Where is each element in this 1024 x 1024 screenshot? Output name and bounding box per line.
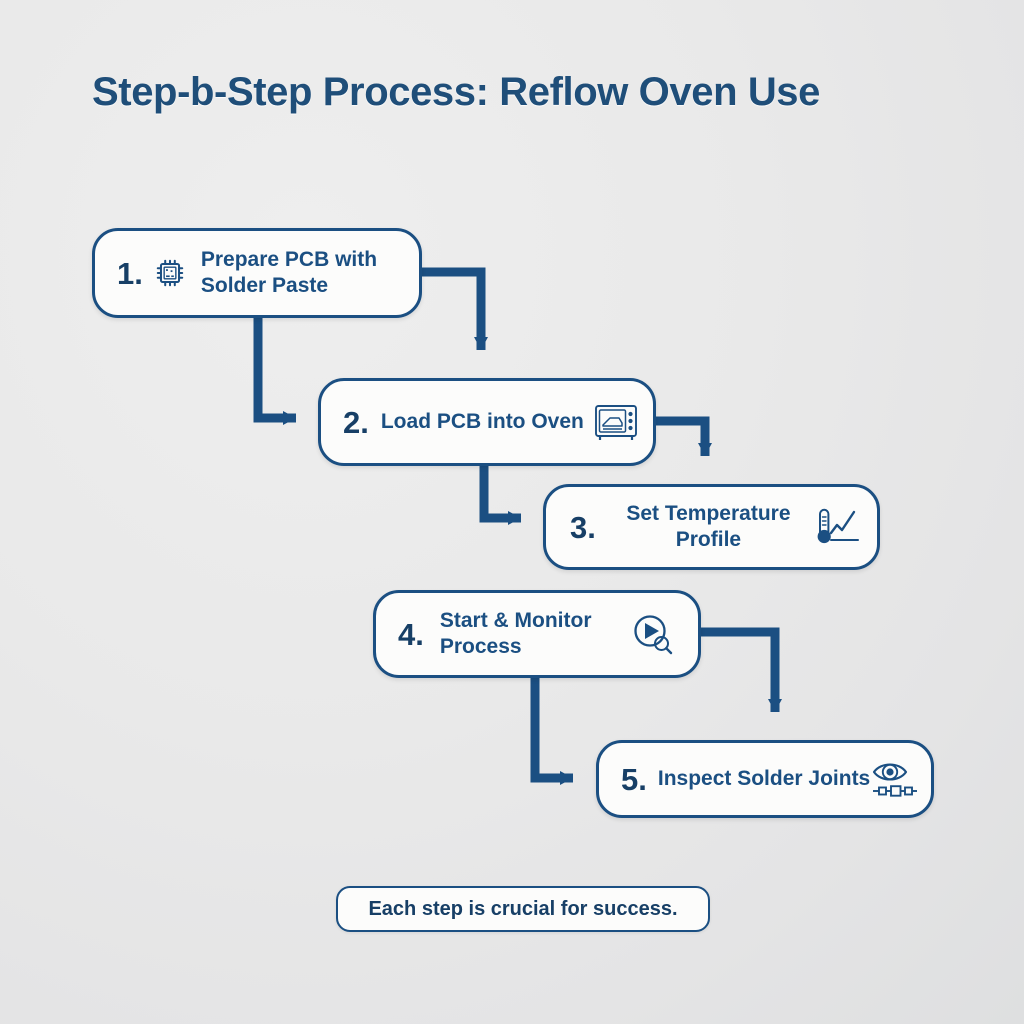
step-number-3: 3. [570, 509, 596, 545]
step-label-5: Inspect Solder Joints [657, 767, 871, 791]
page-title: Step-b-Step Process: Reflow Oven Use [92, 70, 821, 114]
step-label-3-line1: Set Temperature [626, 502, 791, 526]
step-label-2: Load PCB into Oven [380, 410, 584, 434]
eye-circuit-icon [870, 755, 922, 803]
oven-icon [593, 401, 639, 443]
step-label-1-line2: Solder Paste [200, 274, 329, 297]
connector-4-to-5-right [701, 627, 782, 712]
step-label-1: Prepare PCB with Solder Paste [201, 247, 377, 298]
footer-note-text: Each step is crucial for success. [368, 897, 678, 920]
footer-note: Each step is crucial for success. [336, 886, 710, 932]
step-label-4-line1: Start & Monitor [439, 609, 592, 633]
step-label-3: Set Temperature Profile [616, 501, 801, 552]
step-box-1[interactable]: 1. [92, 228, 422, 318]
connector-4-to-5-left [530, 678, 573, 785]
step-box-3[interactable]: 3. Set Temperature Profile [543, 484, 880, 570]
step-label-4-line2: Process [439, 635, 522, 658]
step-box-4[interactable]: 4. Start & Monitor Process [373, 590, 701, 678]
microchip-icon [153, 256, 187, 290]
step-box-5[interactable]: 5. Inspect Solder Joints [596, 740, 934, 818]
step-number-5: 5. [621, 761, 647, 797]
thermometer-chart-icon [807, 503, 863, 551]
connector-2-to-3-right [656, 416, 712, 456]
step-number-1: 1. [117, 255, 143, 291]
connector-2-to-3-left [479, 466, 521, 525]
connector-1-to-2-right [422, 267, 488, 350]
play-magnifier-icon [628, 610, 678, 658]
step-box-2[interactable]: 2. Load PCB into Oven [318, 378, 656, 466]
step-number-2: 2. [343, 404, 369, 440]
step-label-1-line1: Prepare PCB with [200, 248, 378, 272]
step-label-4: Start & Monitor Process [440, 608, 592, 659]
connector-1-to-2-left [253, 318, 296, 425]
step-label-3-line2: Profile [675, 528, 742, 551]
step-number-4: 4. [398, 616, 424, 652]
